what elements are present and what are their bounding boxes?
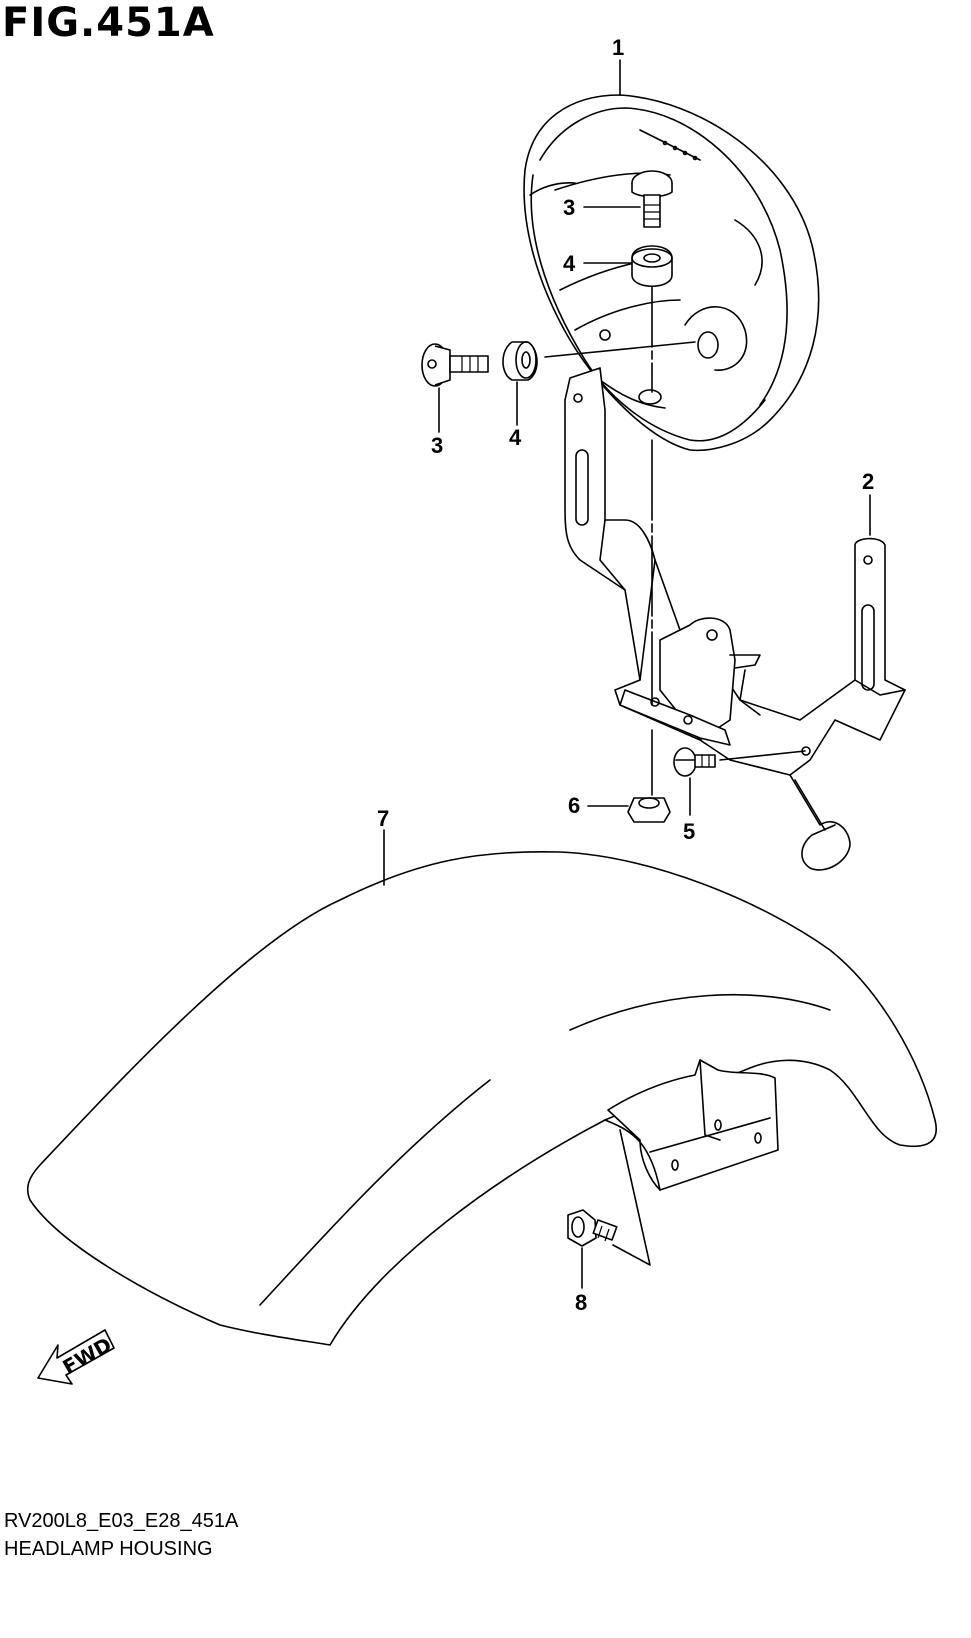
- fwd-label: FWD: [59, 1332, 116, 1379]
- callout-1: 1: [612, 35, 624, 60]
- grommet-side: [502, 341, 538, 381]
- nut-bracket: [627, 797, 671, 823]
- callout-8: 8: [575, 1290, 587, 1315]
- callout-7: 7: [377, 806, 389, 831]
- bolt-bracket: [673, 747, 716, 777]
- assembly-lines: [544, 286, 806, 1266]
- diagram-caption: HEADLAMP HOUSING: [4, 1538, 213, 1560]
- headlamp-bracket: [564, 367, 906, 871]
- fwd-arrow-icon: FWD: [37, 1329, 116, 1385]
- bolt-fender: [567, 1209, 618, 1247]
- callout-3-side: 3: [431, 433, 443, 458]
- callout-leaders: [383, 59, 871, 1289]
- callout-4-side: 4: [509, 425, 522, 450]
- figure-title: FIG.451A: [2, 0, 215, 46]
- callout-6: 6: [568, 793, 580, 818]
- callout-3-upper: 3: [563, 195, 575, 220]
- front-fender: [26, 850, 937, 1346]
- callout-5: 5: [683, 819, 695, 844]
- screw-side: [421, 343, 489, 387]
- screw-upper: [631, 170, 673, 228]
- callout-2: 2: [862, 469, 874, 494]
- diagram-code: RV200L8_E03_E28_451A: [4, 1510, 239, 1532]
- callout-4-upper: 4: [563, 251, 576, 276]
- grommet-upper: [631, 245, 673, 287]
